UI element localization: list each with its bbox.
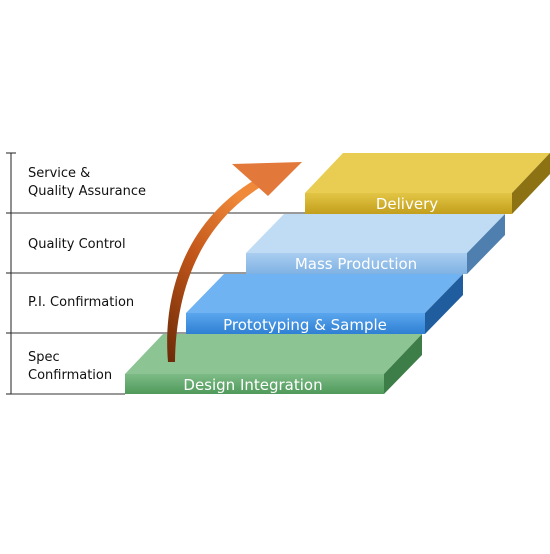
step-label-design-integration: Design Integration — [183, 376, 322, 394]
step-delivery: Delivery — [305, 153, 550, 214]
side-label-quality-control: Quality Control — [28, 236, 126, 254]
step-design-integration: Design Integration — [125, 334, 422, 394]
side-label-line: Confirmation — [28, 368, 113, 383]
level-dividers — [11, 212, 305, 395]
step-label-prototyping-sample: Prototyping & Sample — [223, 316, 387, 334]
step-label-mass-production: Mass Production — [295, 255, 417, 273]
side-label-line: Service & — [28, 166, 91, 181]
side-label-pi-confirmation: P.I. Confirmation — [28, 294, 134, 312]
step-label-delivery: Delivery — [376, 195, 438, 213]
side-label-spec-confirmation: Spec Confirmation — [28, 349, 112, 385]
progress-arrow — [167, 162, 302, 362]
step-mass-production: Mass Production — [246, 214, 505, 274]
side-label-line: Spec — [28, 350, 60, 365]
step-prototyping-sample: Prototyping & Sample — [186, 274, 463, 334]
side-label-line: Quality Assurance — [28, 184, 146, 199]
side-label-line: Quality Control — [28, 237, 126, 252]
side-label-line: P.I. Confirmation — [28, 295, 135, 310]
side-label-service-qa: Service & Quality Assurance — [28, 165, 146, 201]
